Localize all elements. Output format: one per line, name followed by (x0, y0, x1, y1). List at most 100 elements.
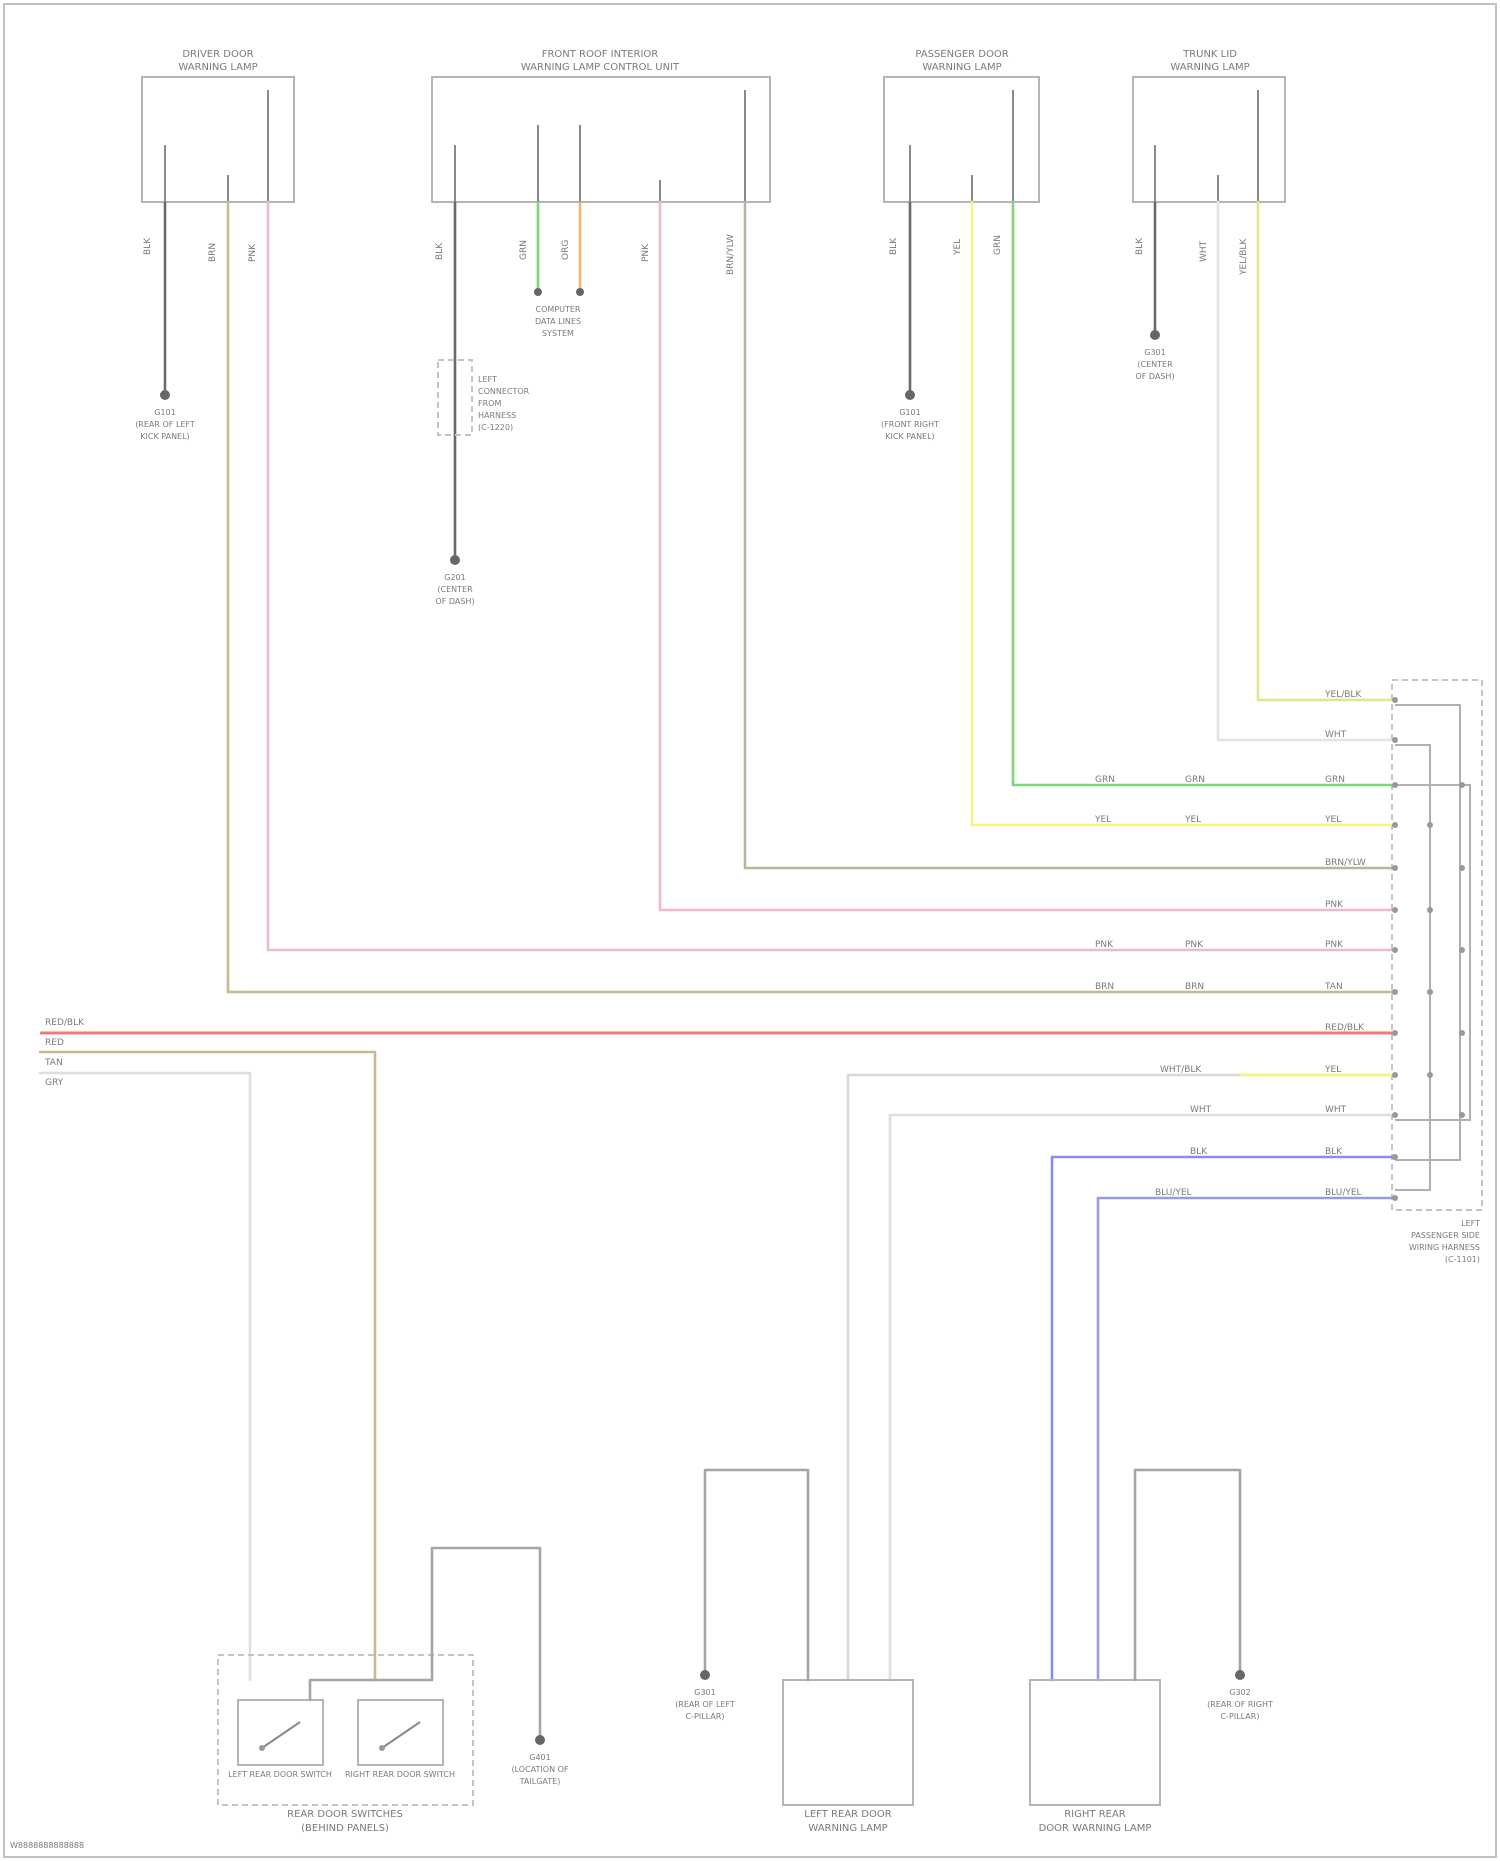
edge-tan: TAN (44, 1058, 63, 1068)
driver-door-lamp-sub: WARNING LAMP (178, 62, 257, 73)
door-switches-sub: (BEHIND PANELS) (301, 1823, 389, 1834)
g4-line2: (FRONT RIGHT (881, 420, 939, 429)
wire-switch-gnd (432, 1548, 540, 1740)
lbl-grn: GRN (1325, 775, 1345, 785)
g3-line1: G201 (444, 573, 465, 582)
lbl-v-blk-3: BLK (889, 237, 899, 255)
data-splice: COMPUTER DATA LINES SYSTEM (534, 288, 584, 338)
splice-line1: COMPUTER (536, 305, 581, 314)
wire-lr-wht2 (890, 1115, 1395, 1680)
lbl-blk: BLK (1325, 1147, 1343, 1157)
lbl-tan: TAN (1324, 982, 1343, 992)
ground-g1: G101 (REAR OF LEFT KICK PANEL) (135, 390, 195, 441)
g8-line1: G401 (529, 1753, 550, 1762)
g5-line3: OF DASH) (1135, 372, 1174, 381)
left-switch-label: LEFT REAR DOOR SWITCH (228, 1770, 332, 1779)
right-rear-lamp-name: RIGHT REAR (1064, 1809, 1126, 1820)
edge-red-blk: RED/BLK (45, 1018, 85, 1028)
ground-g4: G101 (FRONT RIGHT KICK PANEL) (881, 390, 939, 441)
lbl-v-blk-4: BLK (1135, 237, 1145, 255)
lbl-wht-3: WHT (1190, 1105, 1212, 1115)
lbl-brn: BRN (1095, 982, 1114, 992)
lbl-yel-blk: YEL/BLK (1324, 690, 1362, 700)
g8-line2: (LOCATION OF (512, 1765, 569, 1774)
lbl-blu-ylw-2: BLU/YEL (1155, 1188, 1192, 1198)
control-unit-sub: WARNING LAMP CONTROL UNIT (521, 62, 680, 73)
right-rear-door-warning-lamp: RIGHT REAR DOOR WARNING LAMP (1030, 1680, 1160, 1834)
lbl-pnk: PNK (1325, 900, 1344, 910)
left-rear-lamp-name: LEFT REAR DOOR (804, 1809, 891, 1820)
g4-line1: G101 (899, 408, 920, 417)
top-wire-labels: BLK BRN PNK BLK GRN ORG PNK BRN/YLW BLK … (143, 234, 1249, 276)
lbl-v-pnk-1: PNK (248, 243, 258, 262)
lbl-v-blk-2: BLK (435, 242, 445, 260)
g7-line1: G302 (1229, 1688, 1250, 1697)
lbl-yel-3: YEL (1094, 815, 1111, 825)
g2-line5: (C-1220) (478, 423, 513, 432)
g1-line3: KICK PANEL) (140, 432, 189, 441)
lbl-pnk-2: PNK (1325, 940, 1344, 950)
passenger-door-lamp-sub: WARNING LAMP (922, 62, 1001, 73)
lbl-wht: WHT (1325, 730, 1347, 740)
inline-connector: LEFT PASSENGER SIDE WIRING HARNESS (C-11… (1392, 680, 1482, 1264)
ground-g2-connector: LEFT CONNECTOR FROM HARNESS (C-1220) (438, 360, 530, 435)
trunk-lamp-sub: WARNING LAMP (1170, 62, 1249, 73)
inline-connector-sub: PASSENGER SIDE (1411, 1231, 1480, 1240)
wire-rr-blu (1052, 1157, 1395, 1680)
control-unit-name: FRONT ROOF INTERIOR (542, 49, 659, 60)
right-rear-lamp-sub: DOOR WARNING LAMP (1039, 1823, 1152, 1834)
wire-control-pnk (660, 202, 1395, 910)
lbl-pnk-4: PNK (1185, 940, 1204, 950)
lbl-wht-blk: WHT/BLK (1160, 1065, 1202, 1075)
rear-door-switches: LEFT REAR DOOR SWITCH RIGHT REAR DOOR SW… (218, 1655, 473, 1834)
lbl-yel-2: YEL (1324, 1065, 1341, 1075)
wire-trunk-ylw (1258, 202, 1395, 700)
wire-driver-tan (228, 202, 1395, 992)
inline-connector-line3: WIRING HARNESS (1409, 1243, 1480, 1252)
lbl-brn-2: BRN (1185, 982, 1204, 992)
lbl-pnk-3: PNK (1095, 940, 1114, 950)
lbl-wht-2: WHT (1325, 1105, 1347, 1115)
g6-line3: C-PILLAR) (686, 1712, 725, 1721)
passenger-door-warning-lamp: PASSENGER DOOR WARNING LAMP (884, 49, 1039, 202)
lbl-v-org-1: ORG (561, 240, 571, 260)
right-switch-label: RIGHT REAR DOOR SWITCH (345, 1770, 455, 1779)
lbl-grn-2: GRN (1095, 775, 1115, 785)
wire-control-brn (745, 202, 1395, 868)
wire-rr-gnd (1135, 1470, 1240, 1680)
g1-line1: G101 (154, 408, 175, 417)
g2-line2: CONNECTOR (478, 387, 530, 396)
lbl-v-blk-1: BLK (143, 237, 153, 255)
footer-code: W8888888888888 (10, 1841, 84, 1850)
wire-switch-link (310, 1680, 432, 1700)
connector-wire-labels: YEL/BLK WHT GRN YEL BRN/YLW PNK PNK TAN … (1094, 690, 1366, 1198)
ground-g8: G401 (LOCATION OF TAILGATE) (512, 1735, 569, 1786)
lbl-v-wht-1: WHT (1199, 240, 1209, 262)
splice-line2: DATA LINES (535, 317, 581, 326)
wire-gray-switch (40, 1073, 250, 1680)
inline-connector-name: LEFT (1461, 1219, 1480, 1228)
lbl-v-yel-blk: YEL/BLK (1239, 238, 1249, 276)
wire-tan-switch (40, 1052, 375, 1680)
lbl-v-brn-1: BRN (208, 243, 218, 262)
lbl-red-blk: RED/BLK (1325, 1023, 1365, 1033)
passenger-door-lamp-name: PASSENGER DOOR (915, 49, 1008, 60)
lbl-yel-4: YEL (1184, 815, 1201, 825)
door-switches-name: REAR DOOR SWITCHES (287, 1809, 403, 1820)
connector-pins (1392, 697, 1465, 1201)
front-roof-control-unit: FRONT ROOF INTERIOR WARNING LAMP CONTROL… (432, 49, 770, 202)
g4-line3: KICK PANEL) (885, 432, 934, 441)
g3-line3: OF DASH) (435, 597, 474, 606)
pin-stubs (165, 90, 1258, 202)
ground-g3: G201 (CENTER OF DASH) (435, 555, 474, 606)
g8-line3: TAILGATE) (519, 1777, 561, 1786)
wire-lr-gnd (705, 1470, 808, 1680)
lbl-v-pnk-2: PNK (641, 243, 651, 262)
lbl-v-grn-2: GRN (993, 235, 1003, 255)
g7-line2: (REAR OF RIGHT (1207, 1700, 1273, 1709)
left-rear-lamp-sub: WARNING LAMP (808, 1823, 887, 1834)
g2-line3: FROM (478, 399, 501, 408)
lbl-blk-2: BLK (1190, 1147, 1208, 1157)
g5-line2: (CENTER (1137, 360, 1173, 369)
g1-line2: (REAR OF LEFT (135, 420, 195, 429)
